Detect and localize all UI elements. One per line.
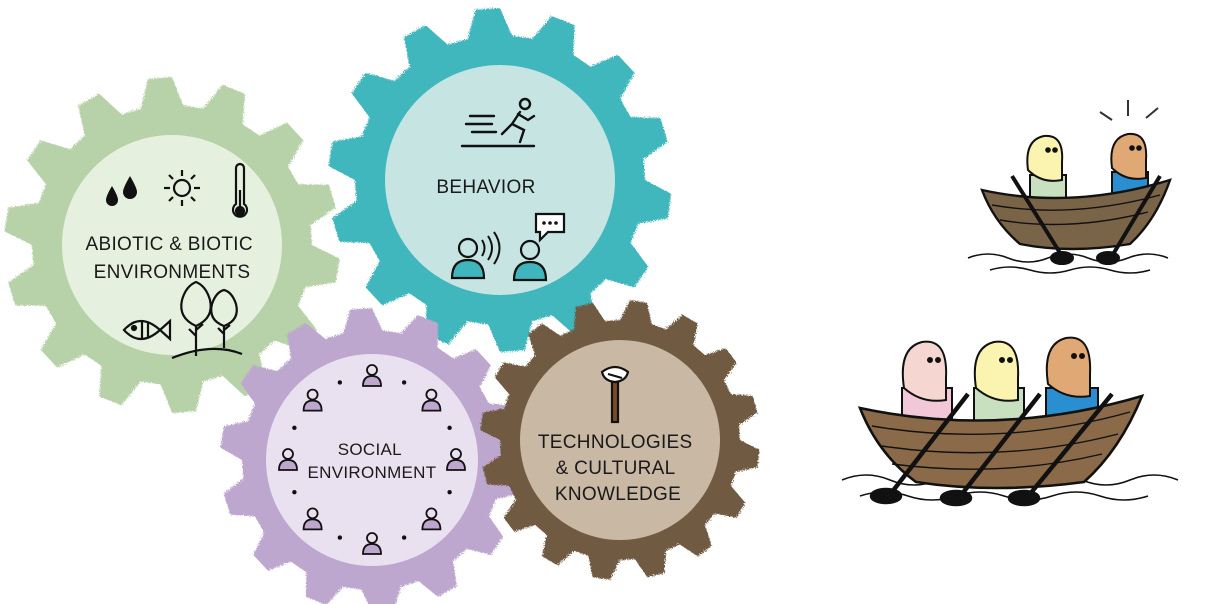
boat-two-rowers [967,100,1172,274]
gear-behavior-label: BEHAVIOR [436,177,535,198]
gear-abiotic-center [62,135,282,355]
social-person-ring [278,364,466,555]
ring-dot [292,425,297,431]
gear-abiotic-biotic: ABIOTIC & BIOTIC ENVIRONMENTS [4,77,340,413]
surprise-lines-icon [1099,100,1159,121]
speaking-person-icon [450,231,501,280]
ring-dot [292,489,297,495]
gear-behavior-center [385,65,615,295]
person-icon [421,388,442,412]
oars [869,392,1114,507]
oars [1010,174,1162,265]
sun-icon [164,170,200,206]
running-person-icon [460,97,536,148]
ring-dot [447,425,452,431]
ring-dot [401,535,407,540]
yellow-rower [1026,134,1067,206]
ring-dot [401,380,407,385]
person-icon [446,448,466,471]
trees-icon [171,280,243,360]
water-drops-icon [106,176,137,206]
gear-abiotic-label: ABIOTIC & BIOTIC ENVIRONMENTS [86,234,259,283]
gear-behavior: BEHAVIOR [328,8,672,352]
yellow-rower [973,340,1025,429]
gear-technologies-center [520,340,720,540]
stone-axe-icon [600,365,630,424]
gear-technologies: TECHNOLOGIES & CULTURAL KNOWLEDGE [480,300,760,580]
gear-social: SOCIAL ENVIRONMENT [220,308,524,604]
gear-social-label: SOCIAL ENVIRONMENT [308,440,437,482]
person-icon [421,507,442,531]
boat-three-rowers [841,336,1179,507]
person-icon [362,532,382,555]
person-with-speech-bubble-icon [512,212,566,282]
fish-icon [122,318,172,342]
person-icon [302,388,323,412]
person-icon [362,364,382,387]
person-icon [302,507,323,531]
boat-hull [980,178,1172,251]
ring-dot [337,535,343,540]
person-icon [278,448,298,471]
gear-technologies-label: TECHNOLOGIES & CULTURAL KNOWLEDGE [538,432,698,505]
thermometer-icon [231,162,249,218]
ring-dot [447,489,452,495]
ring-dot [337,380,343,385]
